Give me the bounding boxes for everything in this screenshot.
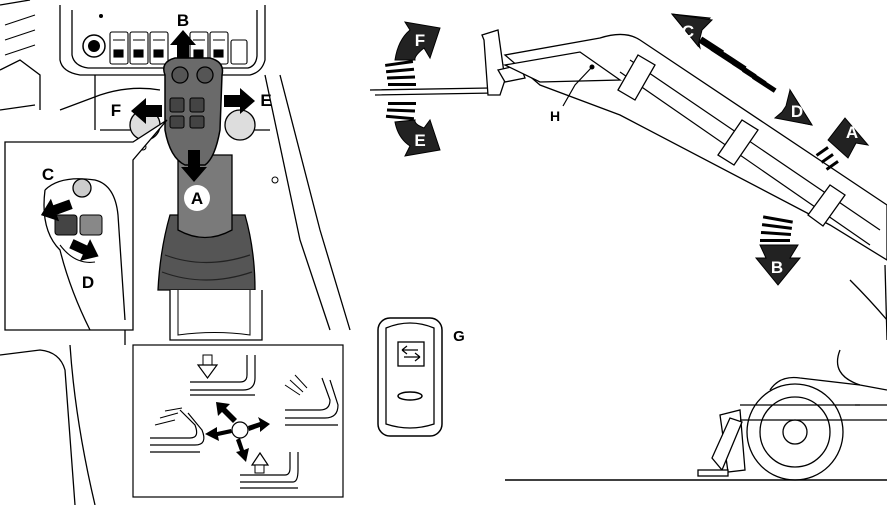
h-leader <box>562 64 595 107</box>
dash-gauge <box>82 34 106 58</box>
arrow-boom-lower-b <box>754 215 802 286</box>
arrow-f-left <box>131 98 162 124</box>
arrow-c <box>40 198 73 222</box>
arrow-fork-tilt-up-f <box>384 21 441 86</box>
label-f-fork: F <box>415 31 425 50</box>
label-a-boom: A <box>846 123 858 142</box>
label-f-joystick: F <box>111 101 121 120</box>
arrow-a-down <box>181 150 207 182</box>
label-b-boom: B <box>771 258 783 277</box>
label-h-boom: H <box>550 108 560 124</box>
rocker-icon-box <box>397 341 425 367</box>
rocker-switch <box>377 317 443 437</box>
telehandler-boom <box>369 29 887 481</box>
arrow-fork-tilt-down-e <box>385 102 441 157</box>
arrow-b-up <box>170 30 196 58</box>
label-d-boom: D <box>791 102 803 121</box>
joystick <box>129 57 279 341</box>
label-e-fork: E <box>414 131 425 150</box>
rocker-indicator-light <box>397 391 423 401</box>
label-b-joystick: B <box>177 11 189 30</box>
label-e-joystick: E <box>260 91 271 110</box>
joystick-arrows <box>131 30 255 182</box>
label-c-inset: C <box>42 165 54 184</box>
arrow-d <box>69 239 99 261</box>
label-c-boom: C <box>682 22 694 41</box>
arrow-boom-raise-a <box>815 117 870 171</box>
label-d-inset: D <box>82 273 94 292</box>
dash-switch-bank <box>99 14 248 65</box>
label-a-bg <box>184 185 210 211</box>
arrow-e-right <box>224 88 255 114</box>
pattern-arrows <box>205 402 270 462</box>
label-a-joystick: A <box>191 189 203 208</box>
inset-thumb-roller <box>4 119 168 331</box>
arrow-telescope-cd <box>670 13 814 126</box>
label-g-switch: G <box>453 328 465 345</box>
inset-movement-pattern <box>132 344 344 498</box>
